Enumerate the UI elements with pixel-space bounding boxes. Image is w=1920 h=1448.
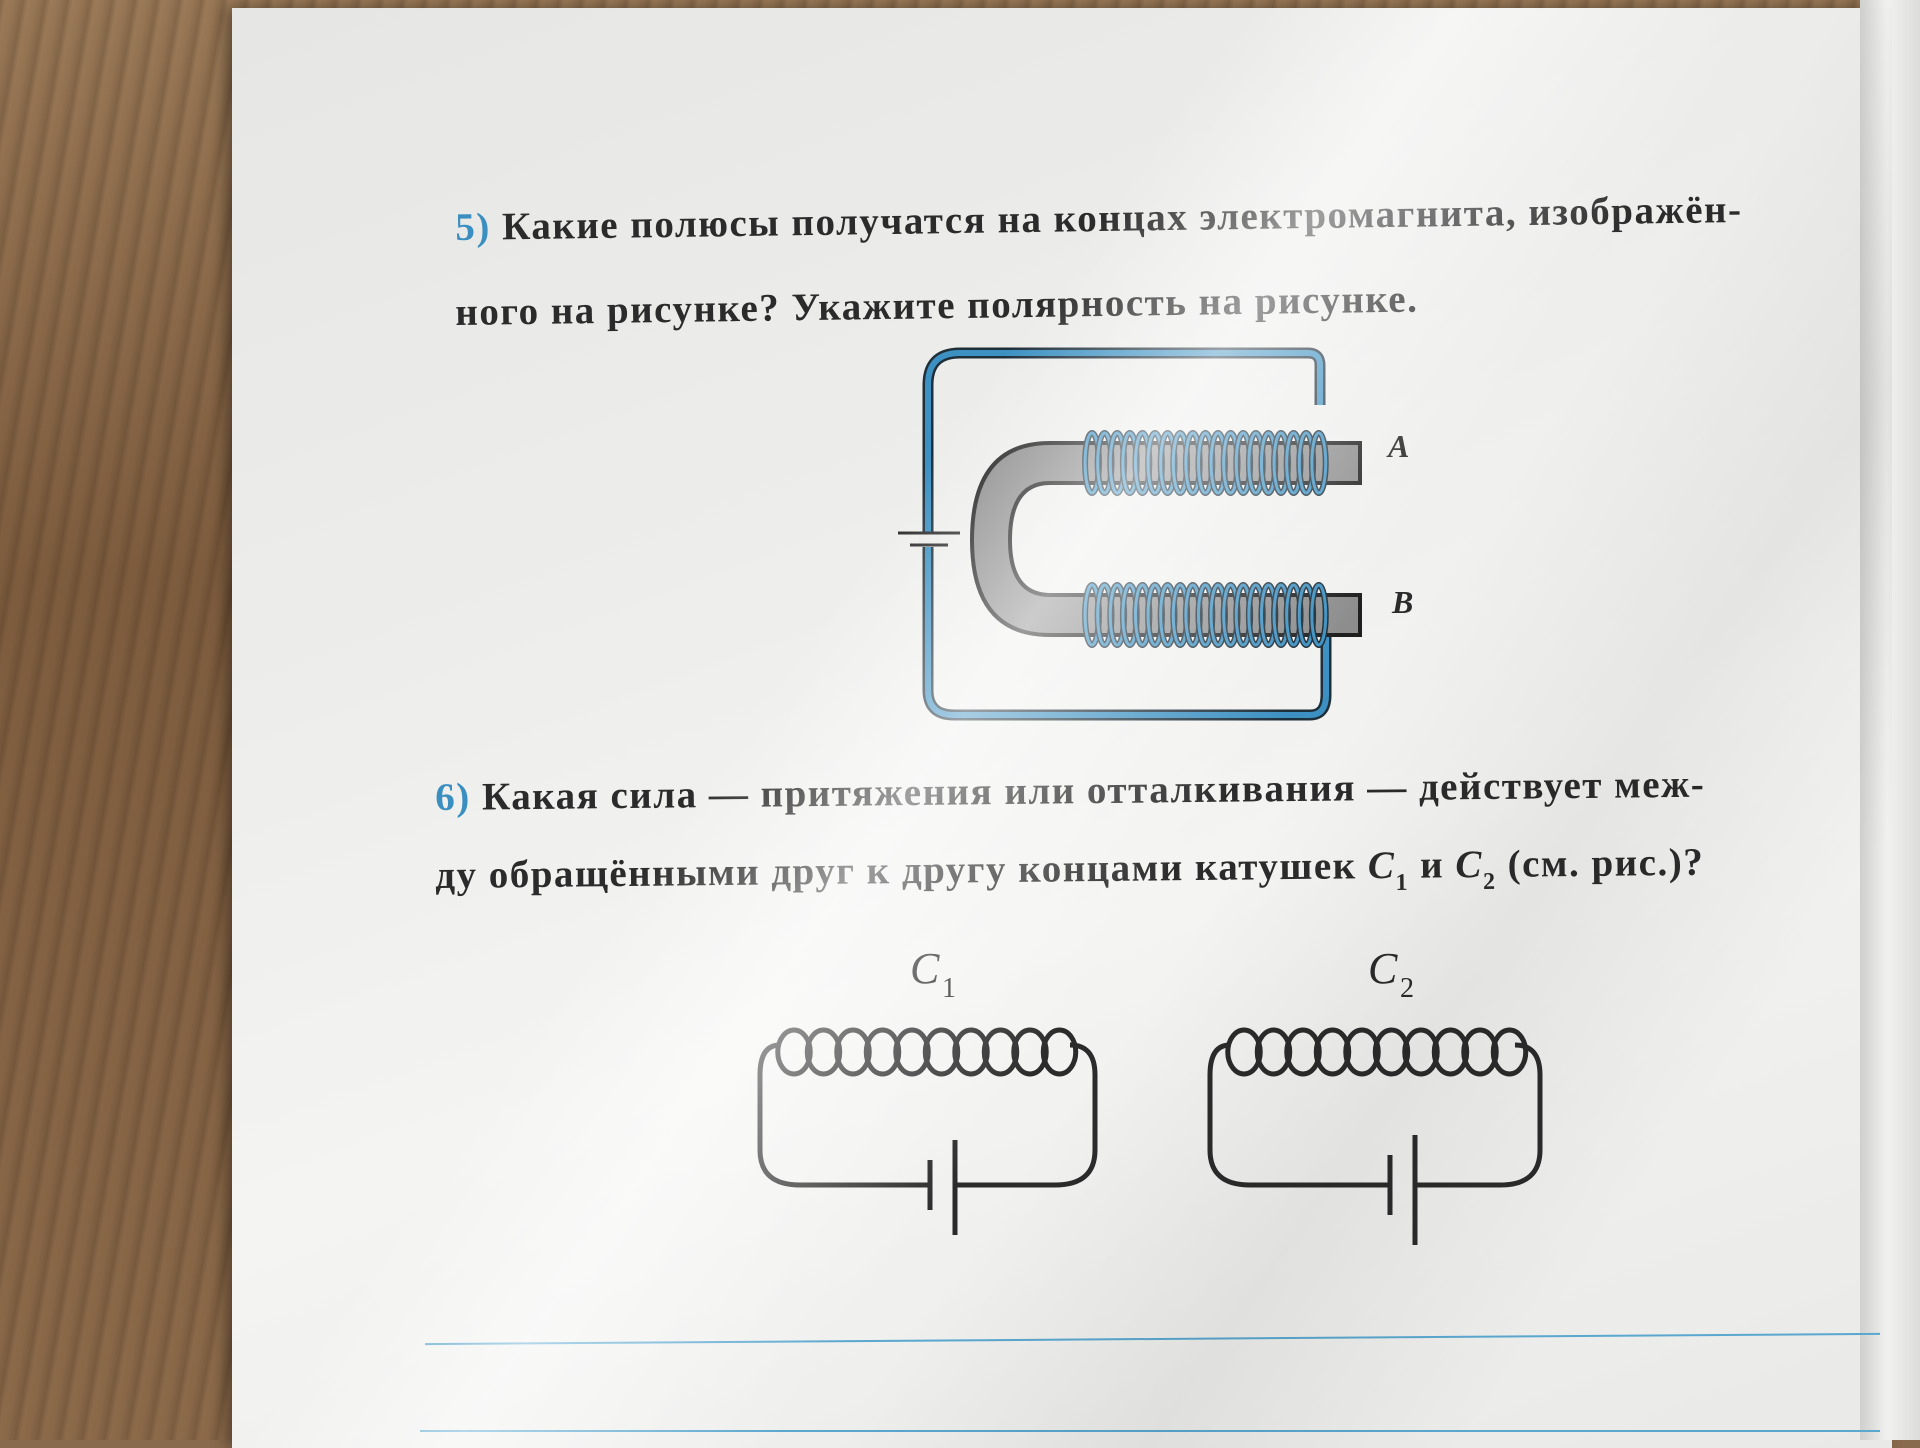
question-6-number: 6): [435, 775, 471, 819]
coil-c1-label-sub: 1: [942, 973, 956, 1004]
page-spine: [1860, 0, 1920, 1440]
electromagnet-figure: A B: [898, 347, 1413, 721]
question-6-text-end: (см. рис.)?: [1496, 840, 1705, 886]
coil-c1-ref-sub: 1: [1395, 869, 1410, 896]
coil-c2-label: C: [1368, 944, 1398, 993]
answer-line-2: [420, 1430, 1880, 1432]
pole-label-a: A: [1386, 428, 1409, 464]
coil-c2-turns: [1225, 1027, 1529, 1077]
coil-c1-ref: C: [1367, 843, 1396, 888]
coil-c2-label-sub: 2: [1400, 973, 1414, 1004]
coil-c2-ref-sub: 2: [1482, 868, 1497, 896]
pole-label-b: B: [1391, 584, 1413, 620]
coil-c2-ref: C: [1455, 843, 1484, 887]
question-6-and: и: [1408, 843, 1456, 887]
coils-figure: C 1 C 2: [757, 944, 1543, 1245]
coil-c1-label: C: [910, 944, 940, 993]
question-5-number: 5): [455, 205, 492, 249]
coil-c1-turns: [775, 1027, 1079, 1077]
question-6-text-2: ду обращёнными друг к другу концами кату…: [435, 844, 1369, 897]
